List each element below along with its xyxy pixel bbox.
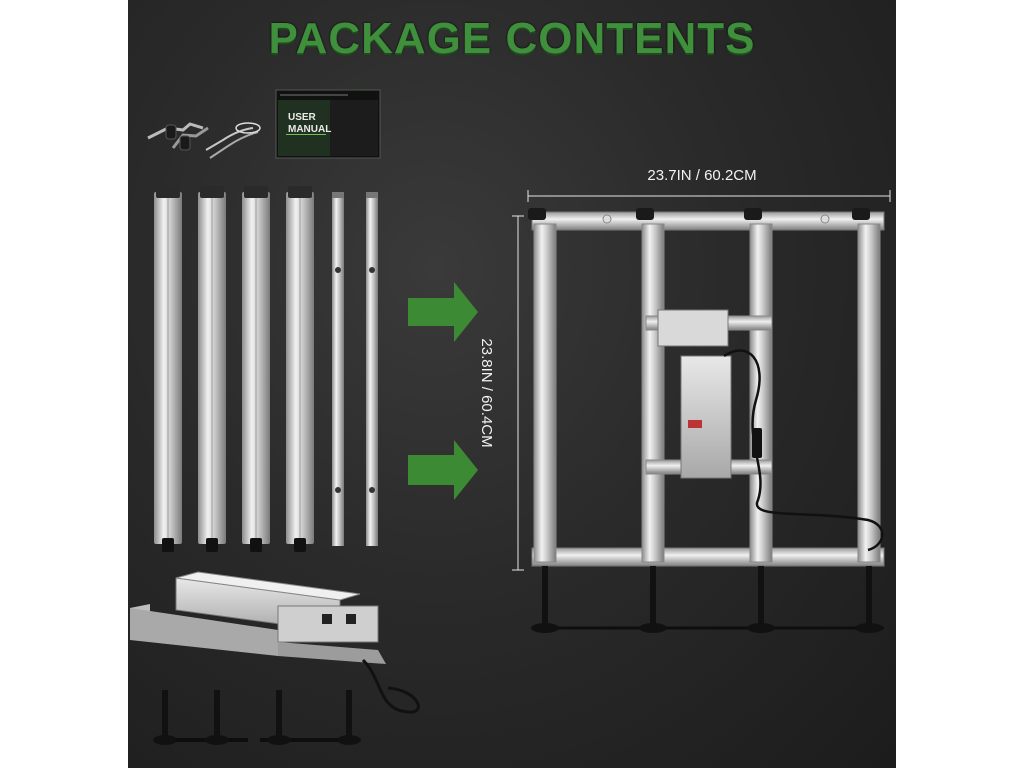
user-manual-icon: USER MANUAL [275,89,381,159]
manual-title-line2: MANUAL [288,124,331,135]
t-connector-icon [639,566,667,633]
assembled-fixture [528,208,885,633]
bracket-icon [852,208,870,220]
arrow-right-icon [408,440,478,500]
t-connector-icon [531,566,559,633]
steel-cable-icon [205,122,261,159]
package-contents-panel: PACKAGE CONTENTS [128,0,896,768]
t-connector-icon [267,690,291,745]
light-bar [242,186,270,552]
manual-title-line1: USER [288,112,317,123]
width-dimension: 23.7IN / 60.2CM [527,167,891,202]
contents-illustration: USER MANUAL [130,89,891,745]
driver-box-icon [130,571,420,714]
rope-hanger-icon [147,122,209,151]
height-label: 23.8IN / 60.4CM [478,338,495,447]
page-title: PACKAGE CONTENTS [268,14,756,63]
light-bar [286,186,314,552]
t-connector-icon [205,690,229,745]
t-connector-icon [337,690,361,745]
left-margin [0,0,128,768]
light-bar-group [154,186,378,552]
support-rail [366,192,378,546]
light-bar [154,186,182,552]
cable-group [153,690,361,745]
width-label: 23.7IN / 60.2CM [647,167,756,184]
t-connector-icon [153,690,177,745]
bracket-icon [636,208,654,220]
bracket-icon [528,208,546,220]
bracket-icon [744,208,762,220]
light-bar [198,186,226,552]
support-rail [332,192,344,546]
t-connector-icon [747,566,775,633]
t-connector-icon [855,566,883,633]
arrow-right-icon [408,282,478,342]
right-margin [896,0,1024,768]
height-dimension: 23.8IN / 60.4CM [478,215,524,571]
